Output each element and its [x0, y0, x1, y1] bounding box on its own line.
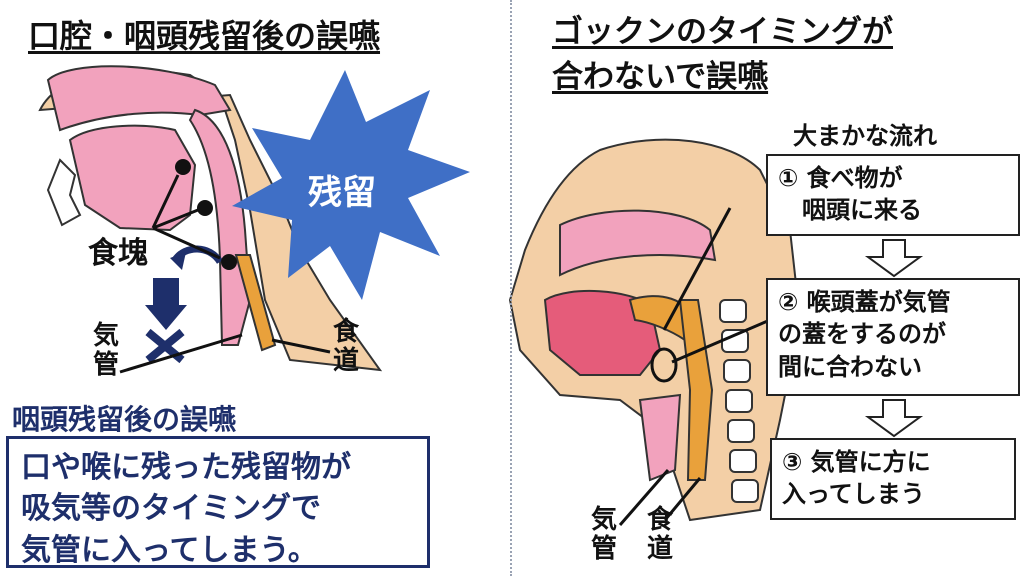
step1-line-2: 咽頭に来る [778, 196, 922, 225]
bolus-dot-upper [175, 159, 191, 175]
esophagus-label-right: 食道 [646, 505, 673, 564]
esophagus-label-left: 食道 [332, 317, 359, 376]
bolus-arrows [151, 174, 221, 260]
step-box-3: ③ 気管に方に 入ってしまう [770, 438, 1016, 520]
step2-line-2: の蓋をするのが [778, 320, 946, 349]
trachea-leader-right [618, 469, 670, 526]
bolus-dot-lower [221, 254, 237, 270]
right-head-section [508, 138, 802, 522]
step2-leader [671, 318, 771, 364]
trachea-label-right: 気管 [590, 505, 617, 564]
description-line-3: 気管に入ってしまう。 [21, 532, 318, 568]
step-box-2: ② 喉頭蓋が気管 の蓋をするのが 間に合わない [766, 278, 1020, 396]
trachea-leader-left [119, 333, 243, 374]
step1-leader [662, 207, 732, 331]
description-line-1: 口や喉に残った残留物が [21, 450, 351, 485]
right-title-line-1: ゴックンのタイミングが [552, 14, 893, 50]
bolus-dot-middle [197, 200, 213, 216]
esophagus-leader-left [271, 338, 331, 354]
description-line-2: 吸気等のタイミングで [21, 491, 321, 527]
step1-line-1: ① 食べ物が [778, 164, 903, 192]
step-box-1: ① 食べ物が 咽頭に来る [766, 154, 1020, 236]
section-heading: 咽頭残留後の誤嚥 [12, 403, 237, 436]
blocked-arrow [145, 278, 187, 364]
flow-arrow-2 [864, 399, 924, 438]
left-title: 口腔・咽頭残留後の誤嚥 [28, 17, 381, 55]
flow-heading: 大まかな流れ [793, 122, 937, 150]
right-title-line-2: 合わないで誤嚥 [552, 58, 769, 95]
esophagus-leader-right [663, 477, 702, 521]
step2-line-1: ② 喉頭蓋が気管 [778, 288, 951, 316]
step3-line-2: 入ってしまう [782, 480, 925, 509]
step3-line-1: ③ 気管に方に [782, 448, 931, 476]
panel-divider [510, 0, 512, 576]
step2-line-3: 間に合わない [778, 352, 922, 381]
residue-burst-shape [232, 70, 470, 300]
residue-burst-label: 残留 [308, 173, 376, 213]
flow-arrow-1 [864, 239, 924, 278]
trachea-label-left: 気管 [92, 321, 119, 380]
bolus-label: 食塊 [88, 236, 148, 271]
right-title: ゴックンのタイミングが 合わないで誤嚥 [552, 10, 893, 100]
description-box: 口や喉に残った残留物が 吸気等のタイミングで 気管に入ってしまう。 [6, 436, 430, 568]
